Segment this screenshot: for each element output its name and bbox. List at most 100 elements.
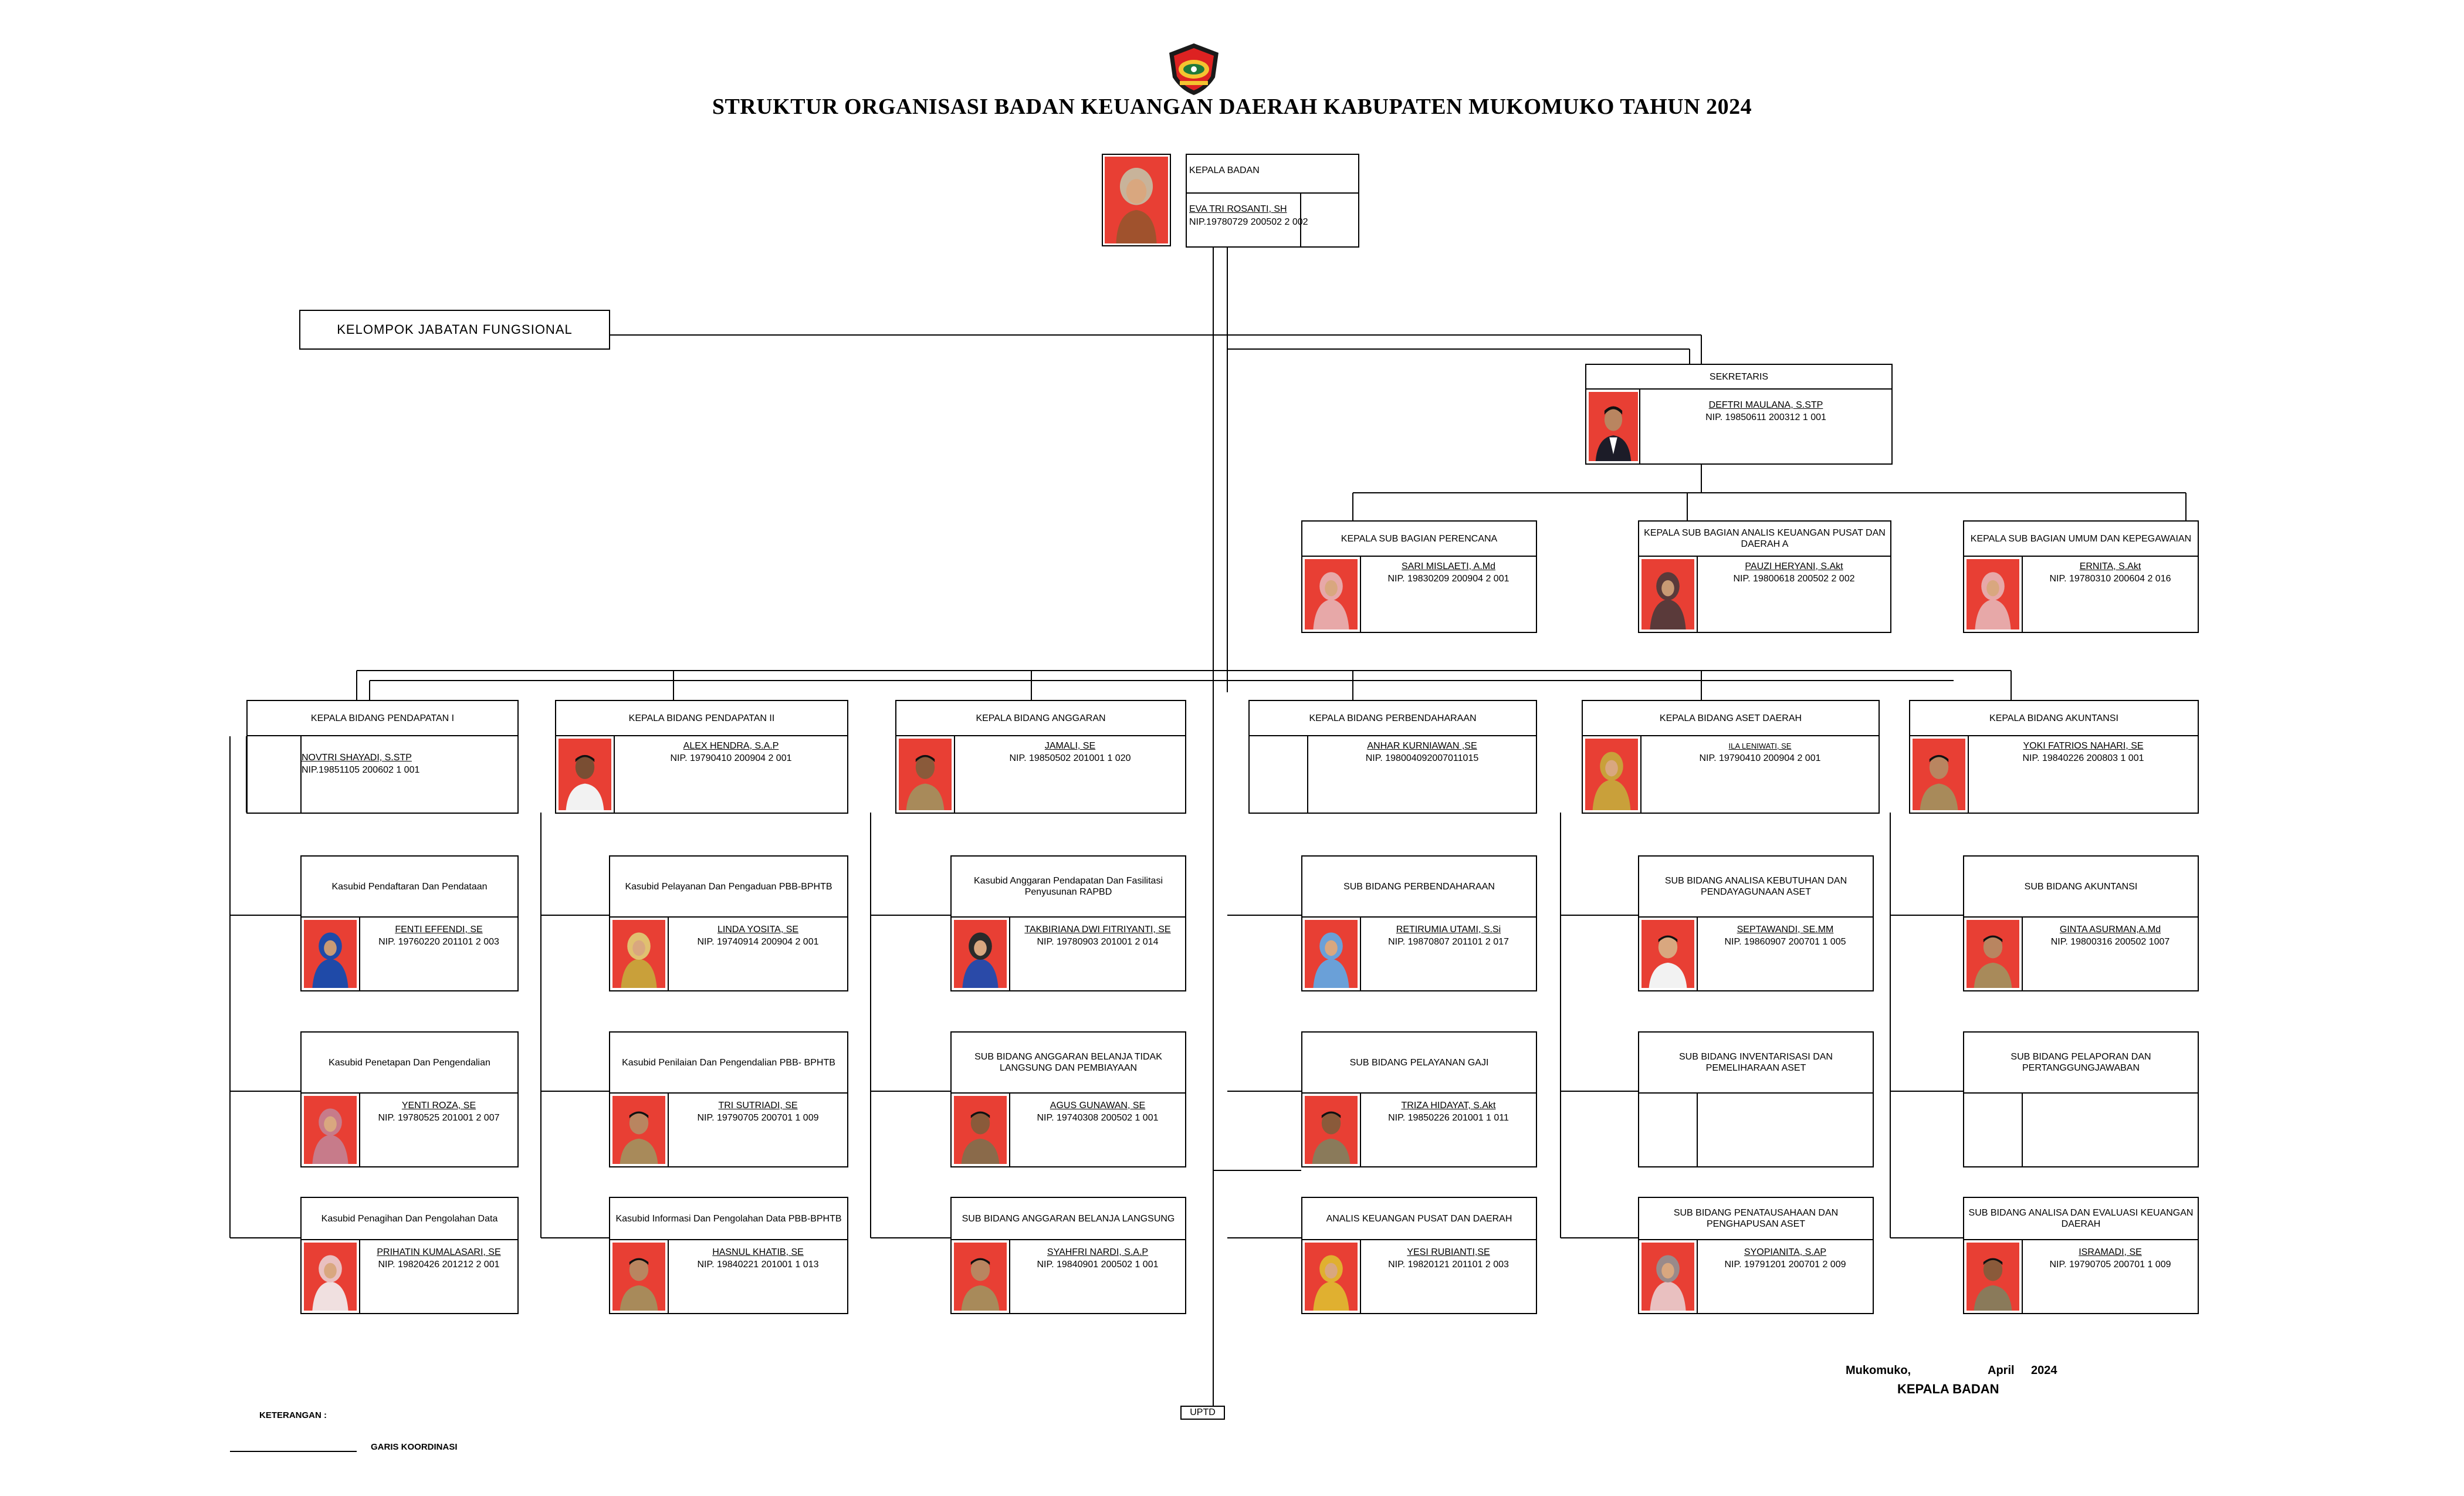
head-title: KEPALA BADAN xyxy=(1189,165,1260,175)
unit-title: SUB BIDANG PENATAUSAHAAN DAN PENGHAPUSAN… xyxy=(1639,1198,1873,1240)
unit-nip: NIP. 19790705 200701 1 009 xyxy=(2049,1260,2171,1270)
subsection-photo xyxy=(1967,559,2019,629)
regency-logo xyxy=(1165,41,1223,97)
division-nip: NIP. 198004092007011015 xyxy=(1365,753,1479,763)
unit-title: SUB BIDANG PELAPORAN DAN PERTANGGUNGJAWA… xyxy=(1964,1033,2198,1094)
unit-box: ANALIS KEUANGAN PUSAT DAN DAERAH YESI RU… xyxy=(1301,1197,1537,1314)
unit-title: Kasubid Pelayanan Dan Pengaduan PBB-BPHT… xyxy=(610,857,847,918)
unit-name: TAKBIRIANA DWI FITRIYANTI, SE xyxy=(1024,925,1171,935)
unit-box: SUB BIDANG ANALISA KEBUTUHAN DAN PENDAYA… xyxy=(1638,855,1874,991)
unit-nip: NIP. 19740914 200904 2 001 xyxy=(697,937,819,947)
division-name: ANHAR KURNIAWAN ,SE xyxy=(1367,741,1477,751)
unit-photo xyxy=(612,920,665,988)
uptd-box: UPTD xyxy=(1180,1406,1225,1420)
head-nip: NIP.19780729 200502 2 002 xyxy=(1189,217,1308,227)
head-photo xyxy=(1102,154,1171,246)
unit-title: SUB BIDANG ANGGARAN BELANJA LANGSUNG xyxy=(952,1198,1185,1240)
unit-nip: NIP. 19840901 200502 1 001 xyxy=(1037,1260,1159,1270)
unit-nip: NIP. 19800316 200502 1007 xyxy=(2050,937,2170,947)
division-name: YOKI FATRIOS NAHARI, SE xyxy=(2023,741,2144,751)
unit-photo xyxy=(954,1243,1007,1311)
division-photo xyxy=(1913,739,1965,810)
unit-nip: NIP. 19860907 200701 1 005 xyxy=(1724,937,1846,947)
unit-name: ISRAMADI, SE xyxy=(2079,1247,2142,1257)
unit-box: SUB BIDANG INVENTARISASI DAN PEMELIHARAA… xyxy=(1638,1031,1874,1167)
unit-name: SYAHFRI NARDI, S.A.P xyxy=(1047,1247,1149,1257)
unit-nip: NIP. 19780903 201001 2 014 xyxy=(1037,937,1159,947)
division-title: KEPALA BIDANG AKUNTANSI xyxy=(1910,701,2198,736)
unit-title: Kasubid Anggaran Pendapatan Dan Fasilita… xyxy=(952,857,1185,918)
unit-box: SUB BIDANG PERBENDAHARAAN RETIRUMIA UTAM… xyxy=(1301,855,1537,991)
legend-line-label: GARIS KOORDINASI xyxy=(371,1442,458,1452)
division-box: KEPALA BIDANG ASET DAERAH ILA LENIWATI, … xyxy=(1582,700,1880,814)
unit-title: Kasubid Penagihan Dan Pengolahan Data xyxy=(302,1198,517,1240)
unit-nip: NIP. 19760220 201101 2 003 xyxy=(378,937,499,947)
unit-title: SUB BIDANG PERBENDAHARAAN xyxy=(1302,857,1536,918)
division-nip: NIP. 19790410 200904 2 001 xyxy=(670,753,792,763)
secretary-title: SEKRETARIS xyxy=(1586,365,1891,390)
unit-title: SUB BIDANG ANALISA KEBUTUHAN DAN PENDAYA… xyxy=(1639,857,1873,918)
unit-box: Kasubid Informasi Dan Pengolahan Data PB… xyxy=(609,1197,848,1314)
unit-box: Kasubid Penetapan Dan Pengendalian YENTI… xyxy=(300,1031,519,1167)
unit-title: SUB BIDANG INVENTARISASI DAN PEMELIHARAA… xyxy=(1639,1033,1873,1094)
unit-title: SUB BIDANG PELAYANAN GAJI xyxy=(1302,1033,1536,1094)
unit-box: SUB BIDANG ANGGARAN BELANJA LANGSUNG SYA… xyxy=(950,1197,1186,1314)
unit-name: FENTI EFFENDI, SE xyxy=(395,925,483,935)
unit-title: Kasubid Informasi Dan Pengolahan Data PB… xyxy=(610,1198,847,1240)
page-title: STRUKTUR ORGANISASI BADAN KEUANGAN DAERA… xyxy=(712,94,1752,119)
unit-nip: NIP. 19790705 200701 1 009 xyxy=(697,1113,819,1123)
division-nip: NIP. 19850502 201001 1 020 xyxy=(1009,753,1131,763)
unit-name: RETIRUMIA UTAMI, S.Si xyxy=(1396,925,1501,935)
unit-title: SUB BIDANG ANALISA DAN EVALUASI KEUANGAN… xyxy=(1964,1198,2198,1240)
unit-name: PRIHATIN KUMALASARI, SE xyxy=(377,1247,501,1257)
unit-photo xyxy=(304,1243,357,1311)
subsection-box: KEPALA SUB BAGIAN UMUM DAN KEPEGAWAIAN E… xyxy=(1963,520,2199,633)
unit-title: Kasubid Penetapan Dan Pengendalian xyxy=(302,1033,517,1094)
head-box: KEPALA BADAN EVA TRI ROSANTI, SH NIP.197… xyxy=(1186,154,1359,248)
division-photo xyxy=(1585,739,1638,810)
unit-photo xyxy=(612,1243,665,1311)
unit-name: YESI RUBIANTI,SE xyxy=(1407,1247,1490,1257)
unit-title: Kasubid Pendaftaran Dan Pendataan xyxy=(302,857,517,918)
signature-role: KEPALA BADAN xyxy=(1897,1382,1999,1396)
division-box: KEPALA BIDANG PERBENDAHARAAN ANHAR KURNI… xyxy=(1248,700,1537,814)
subsection-name: ERNITA, S.Akt xyxy=(2079,561,2141,571)
unit-box: Kasubid Penagihan Dan Pengolahan Data PR… xyxy=(300,1197,519,1314)
subsection-title: KEPALA SUB BAGIAN ANALIS KEUANGAN PUSAT … xyxy=(1639,522,1890,557)
subsection-title: KEPALA SUB BAGIAN UMUM DAN KEPEGAWAIAN xyxy=(1964,522,2198,557)
division-title: KEPALA BIDANG ANGGARAN xyxy=(896,701,1185,736)
secretary-name: DEFTRI MAULANA, S.STP xyxy=(1708,400,1823,410)
division-box: KEPALA BIDANG AKUNTANSI YOKI FATRIOS NAH… xyxy=(1909,700,2199,814)
unit-photo xyxy=(1967,1243,2019,1311)
division-name: ILA LENIWATI, SE xyxy=(1728,742,1792,750)
unit-box: SUB BIDANG PELAYANAN GAJI TRIZA HIDAYAT,… xyxy=(1301,1031,1537,1167)
unit-name: TRI SUTRIADI, SE xyxy=(718,1101,798,1111)
subsection-name: PAUZI HERYANI, S.Akt xyxy=(1745,561,1843,571)
subsection-box: KEPALA SUB BAGIAN PERENCANA SARI MISLAET… xyxy=(1301,520,1537,633)
division-name: JAMALI, SE xyxy=(1044,741,1096,751)
division-box: KEPALA BIDANG ANGGARAN JAMALI, SE NIP. 19… xyxy=(895,700,1186,814)
division-nip: NIP.19851105 200602 1 001 xyxy=(302,765,420,775)
division-box: KEPALA BIDANG PENDAPATAN I NOVTRI SHAYAD… xyxy=(246,700,519,814)
legend-label: KETERANGAN : xyxy=(259,1410,327,1420)
signature-place: Mukomuko, xyxy=(1846,1364,1911,1377)
signature-year: 2024 xyxy=(2031,1364,2057,1377)
division-nip: NIP. 19840226 200803 1 001 xyxy=(2022,753,2144,763)
division-photo xyxy=(559,739,611,810)
unit-photo xyxy=(954,1096,1007,1164)
uptd-label: UPTD xyxy=(1190,1407,1216,1417)
unit-title: ANALIS KEUANGAN PUSAT DAN DAERAH xyxy=(1302,1198,1536,1240)
unit-title: SUB BIDANG ANGGARAN BELANJA TIDAK LANGSU… xyxy=(952,1033,1185,1094)
unit-nip: NIP. 19820121 201101 2 003 xyxy=(1388,1260,1509,1270)
subsection-box: KEPALA SUB BAGIAN ANALIS KEUANGAN PUSAT … xyxy=(1638,520,1891,633)
division-title: KEPALA BIDANG PENDAPATAN I xyxy=(248,701,517,736)
unit-box: SUB BIDANG ANALISA DAN EVALUASI KEUANGAN… xyxy=(1963,1197,2199,1314)
unit-photo xyxy=(304,1096,357,1164)
subsection-title: KEPALA SUB BAGIAN PERENCANA xyxy=(1302,522,1536,557)
unit-photo xyxy=(1305,1243,1358,1311)
unit-name: TRIZA HIDAYAT, S.Akt xyxy=(1401,1101,1496,1111)
division-title: KEPALA BIDANG PERBENDAHARAAN xyxy=(1250,701,1536,736)
division-box: KEPALA BIDANG PENDAPATAN II ALEX HENDRA,… xyxy=(555,700,848,814)
unit-nip: NIP. 19780525 201001 2 007 xyxy=(378,1113,500,1123)
